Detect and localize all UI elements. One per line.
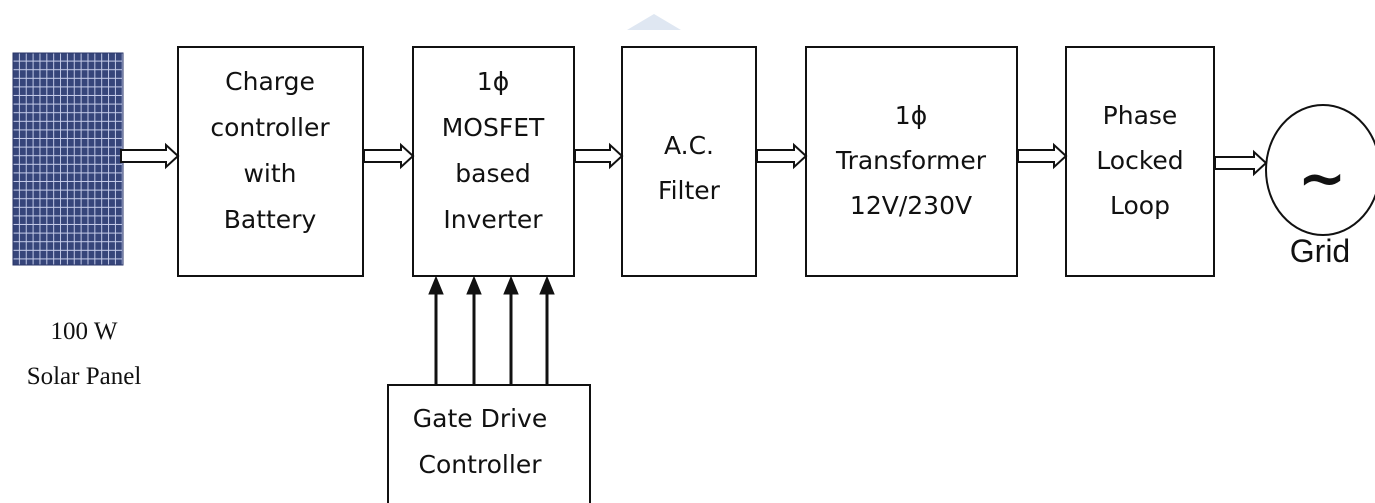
gate-drive-label-line2: Controller [419,450,543,479]
gate-drive-label-line1: Gate Drive [413,404,547,433]
charge-controller-label-line3: with [243,159,296,188]
ac-filter-block [621,46,757,277]
pll-label-line2: Locked [1096,146,1183,175]
arrow-filter-to-transformer [756,142,808,170]
arrow-panel-to-charge [120,142,180,170]
ac-filter-label-line1: A.C. [664,131,714,160]
inverter-label-line2: MOSFET [442,113,545,142]
transformer-label-line1: 1ϕ [895,101,927,130]
inverter-label-line1: 1ϕ [477,67,509,96]
transformer-label-line2: Transformer [835,146,987,175]
arrow-inverter-to-filter [574,142,624,170]
charge-controller-block [177,46,364,277]
transformer-block [805,46,1018,277]
pll-block [1065,46,1215,277]
inverter-label-line3: based [455,159,530,188]
charge-controller-label-line1: Charge [225,67,315,96]
gate-signal-4-head [539,275,555,295]
solar-panel-label-line2: Solar Panel [27,363,142,390]
solar-panel-icon [12,52,124,266]
transformer-label-line3: 12V/230V [850,191,972,220]
grid-label: Grid [1290,233,1350,269]
solar-panel [12,52,124,266]
grid-symbol [1265,104,1375,236]
gate-signal-3-head [503,275,519,295]
grid-tilde-icon: ~ [1298,144,1347,212]
solar-panel-label-line1: 100 W [51,318,118,345]
gate-signal-1-head [428,275,444,295]
arrow-pll-to-grid [1214,149,1268,177]
pll-label-line3: Loop [1110,191,1170,220]
charge-controller-label-line2: controller [210,113,330,142]
inverter-label-line4: Inverter [443,205,543,234]
ac-filter-label-line2: Filter [658,176,721,205]
arrow-charge-to-inverter [363,142,415,170]
watermark-triangle [627,14,681,30]
gate-signal-2-head [466,275,482,295]
charge-controller-label-line4: Battery [224,205,317,234]
gate-drive-block [387,384,591,503]
gate-signal-arrows [428,275,555,385]
arrow-transformer-to-pll [1017,142,1068,170]
inverter-block [412,46,575,277]
pll-label-line1: Phase [1103,101,1178,130]
